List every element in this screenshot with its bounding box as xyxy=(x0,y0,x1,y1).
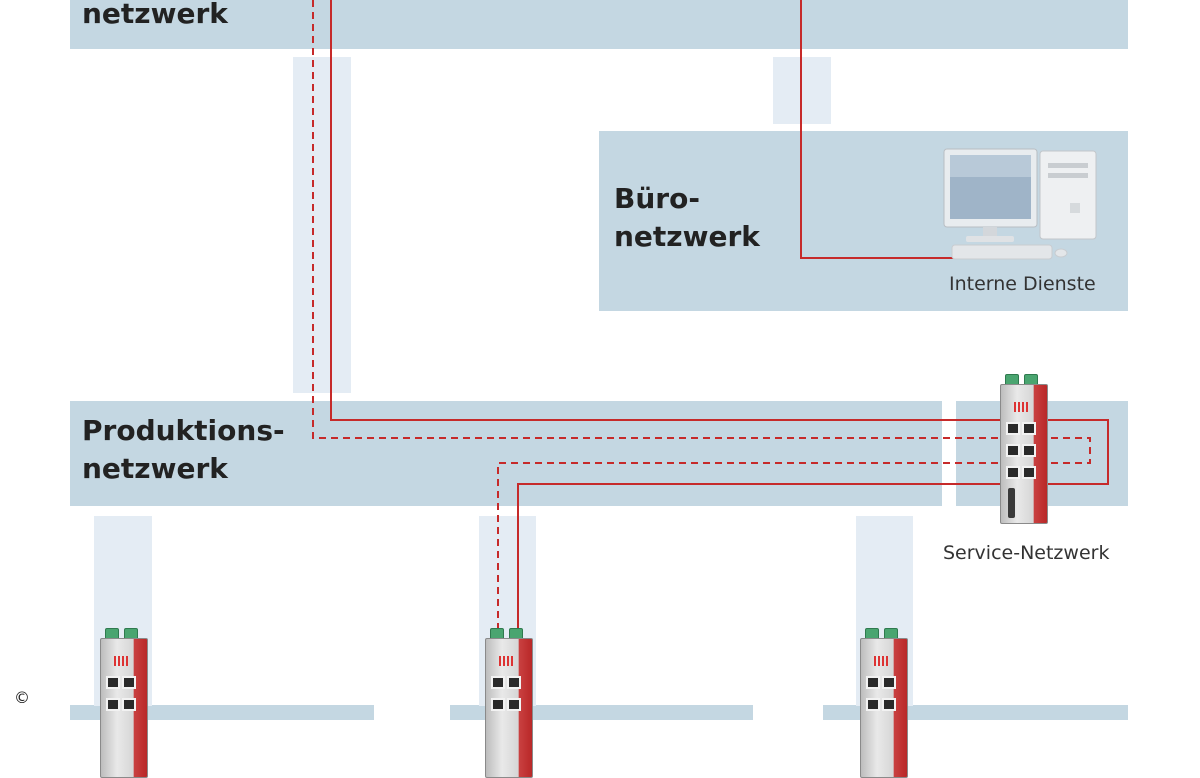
copyright-icon: © xyxy=(10,686,34,710)
solid-link-production-service xyxy=(330,0,1109,706)
desktop-computer-icon xyxy=(943,148,1097,260)
interne-dienste-caption: Interne Dienste xyxy=(949,273,1096,295)
service-netzwerk-caption: Service-Netzwerk xyxy=(943,542,1110,564)
produktion-zone-label-line2: netzwerk xyxy=(82,452,228,485)
internet-zone xyxy=(70,0,1128,49)
industrial-router-icon xyxy=(485,628,533,778)
dashed-link-internet-service xyxy=(312,0,1091,706)
industrial-router-icon xyxy=(860,628,908,778)
internet-zone-label: netzwerk xyxy=(82,0,228,30)
riser-left-upper xyxy=(293,57,351,393)
connection-lines xyxy=(312,0,1109,706)
produktion-zone-label-line1: Produktions- xyxy=(82,414,285,447)
solid-link-office xyxy=(800,0,955,259)
industrial-router-icon xyxy=(1000,374,1048,526)
produktion-zone xyxy=(70,401,942,506)
buero-zone-label-line1: Büro- xyxy=(614,182,700,215)
industrial-router-icon xyxy=(100,628,148,778)
buero-zone-label-line2: netzwerk xyxy=(614,220,760,253)
